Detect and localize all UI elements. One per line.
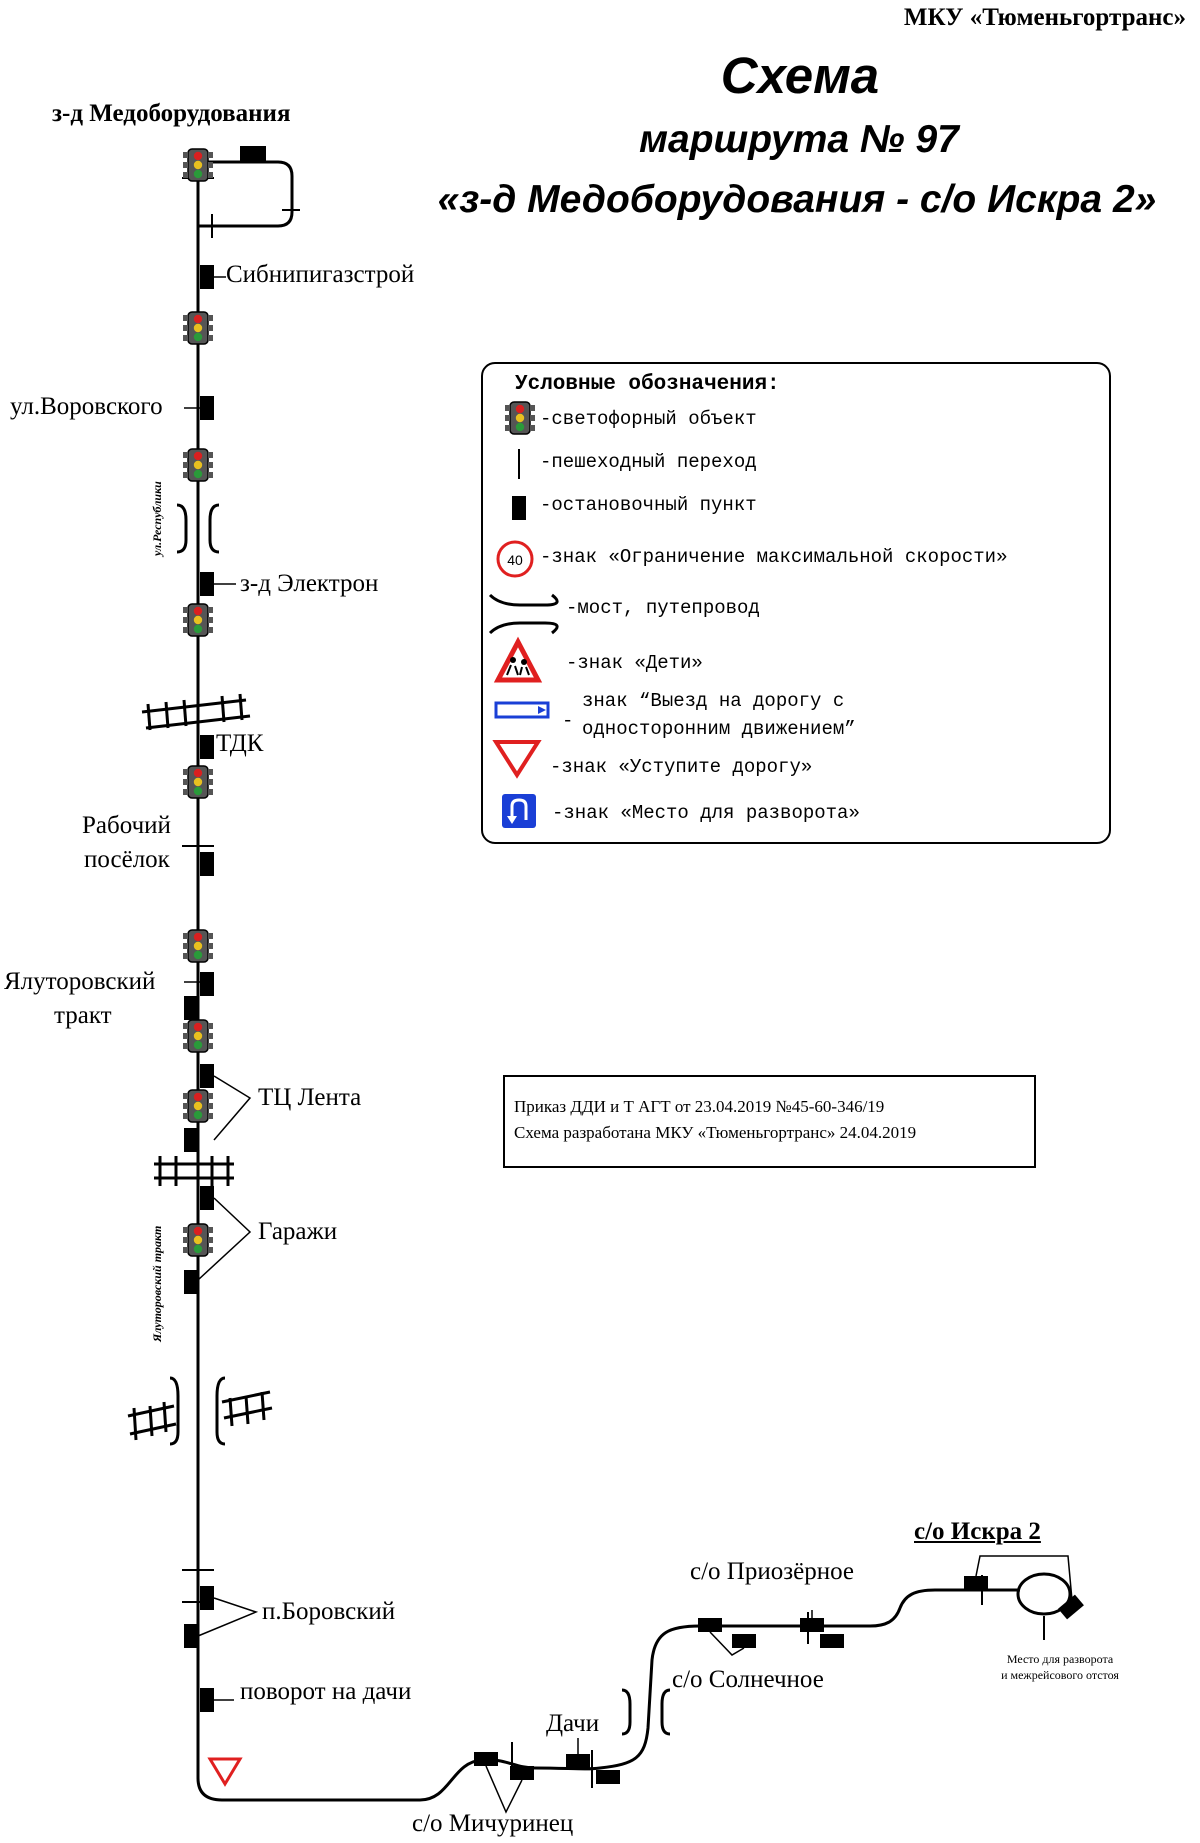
- yield-sign-icon: [207, 1757, 243, 1787]
- legend-item-yield: -знак «Уступите дорогу»: [550, 756, 813, 778]
- stop-garazhi-marker-1: [200, 1186, 214, 1210]
- stop-label-tdk: ТДК: [216, 730, 264, 757]
- turnaround-note-2: и межрейсового отстоя: [1001, 1668, 1119, 1682]
- stop-lenta-marker-1: [200, 1064, 214, 1088]
- stop-label-yalutor-2: тракт: [54, 1002, 112, 1029]
- stop-turnaround-marker: [1058, 1594, 1084, 1620]
- stop-lenta-marker-2: [184, 1128, 198, 1152]
- stop-yalutor-marker-2: [184, 996, 198, 1020]
- traffic-light-icon: [182, 1223, 214, 1257]
- legend-item-one-way-1: знак “Выезд на дорогу с: [582, 690, 845, 712]
- stop-label-start: з-д Медоборудования: [52, 100, 291, 127]
- legend-item-traffic-light: -светофорный объект: [540, 408, 757, 430]
- stop-michurinets-marker-2: [510, 1766, 534, 1780]
- stop-vorovskogo-marker: [200, 396, 214, 420]
- legend-children-sign-icon: [493, 636, 543, 683]
- stop-sibnipi-marker: [200, 265, 214, 289]
- stop-solnechnoe-marker-2: [732, 1634, 756, 1648]
- stop-priozernoe-marker-1: [800, 1618, 824, 1632]
- stop-label-rabochiy-1: Рабочий: [82, 812, 171, 839]
- stop-povorot-marker: [200, 1688, 214, 1712]
- traffic-light-icon: [182, 1019, 214, 1053]
- legend-bus-stop-icon: [512, 496, 526, 520]
- traffic-light-icon: [182, 311, 214, 345]
- stop-label-vorovskogo: ул.Воровского: [10, 393, 163, 420]
- organization-name: МКУ «Тюменьгортранс»: [903, 4, 1186, 31]
- order-box: [503, 1075, 1036, 1168]
- traffic-light-icon: [182, 448, 214, 482]
- bus-stops: [184, 146, 1084, 1784]
- route-name: «з-д Медоборудования - с/о Искра 2»: [437, 178, 1157, 221]
- legend-box: [481, 362, 1111, 844]
- stop-label-priozernoe: с/о Приозёрное: [690, 1558, 854, 1585]
- legend-item-one-way-2: односторонним движением”: [582, 718, 856, 740]
- legend-one-way-sign-icon: [494, 701, 550, 719]
- stop-label-lenta: ТЦ Лента: [258, 1084, 362, 1111]
- legend-icons: 40: [488, 401, 559, 828]
- stop-label-garazhi: Гаражи: [258, 1218, 338, 1245]
- stop-borovskiy-marker-2: [184, 1624, 198, 1648]
- legend-item-u-turn: -знак «Место для разворота»: [552, 802, 860, 824]
- route-line: [196, 155, 1072, 1802]
- svg-text:40: 40: [507, 552, 523, 568]
- stop-priozernoe-marker-2: [820, 1634, 844, 1648]
- turnaround-note-1: Место для разворота: [1006, 1652, 1114, 1666]
- legend-speed-limit-sign-icon: 40: [496, 540, 534, 578]
- stop-rabochiy-marker: [200, 852, 214, 876]
- stop-label-dachi: Дачи: [546, 1710, 600, 1737]
- street-label-respubliki: ул.Республики: [150, 481, 164, 556]
- stop-label-michurinets: с/о Мичуринец: [412, 1810, 574, 1837]
- stop-garazhi-marker-2: [184, 1270, 198, 1294]
- legend-u-turn-sign-icon: [502, 794, 536, 828]
- legend-item-children: -знак «Дети»: [566, 652, 703, 674]
- leader-lines: [184, 276, 1073, 1814]
- bridges: [169, 503, 671, 1736]
- stop-michurinets-marker-1: [474, 1752, 498, 1766]
- stop-label-solnechnoe: с/о Солнечное: [672, 1666, 824, 1693]
- stop-label-end: с/о Искра 2: [914, 1518, 1041, 1545]
- order-line-1: Приказ ДДИ и Т АГТ от 23.04.2019 №45-60-…: [514, 1097, 885, 1116]
- traffic-light-icon: [182, 929, 214, 963]
- legend-title: Условные обозначения:: [515, 373, 780, 396]
- stop-dachi-marker-2: [596, 1770, 620, 1784]
- route-number-line: маршрута № 97: [639, 118, 959, 161]
- traffic-light-icon: [182, 603, 214, 637]
- stop-end-marker: [964, 1576, 988, 1590]
- stop-start-marker: [240, 146, 266, 162]
- stop-label-povorot: поворот на дачи: [240, 1678, 412, 1705]
- stop-label-rabochiy-2: посёлок: [84, 846, 170, 873]
- stop-label-borovskiy: п.Боровский: [262, 1598, 396, 1625]
- street-label-yalutorovsky: Ялуторовский тракт: [150, 1225, 164, 1342]
- traffic-light-icon: [182, 1089, 214, 1123]
- stop-tdk-marker: [200, 735, 214, 759]
- stop-solnechnoe-marker-1: [698, 1618, 722, 1632]
- legend-yield-sign-icon: [492, 740, 542, 779]
- traffic-light-icon: [182, 765, 214, 799]
- stop-elektron-marker: [200, 572, 214, 596]
- stop-label-elektron: з-д Электрон: [240, 570, 379, 597]
- legend-item-one-way-dash: -: [562, 710, 574, 732]
- legend-item-bridge: -мост, путепровод: [566, 597, 760, 619]
- stop-label-yalutor-1: Ялуторовский: [4, 968, 156, 995]
- legend-item-speed-limit: -знак «Ограничение максимальной скорости…: [540, 546, 1008, 568]
- stop-borovskiy-marker-1: [200, 1586, 214, 1610]
- legend-item-pedestrian-crossing: -пешеходный переход: [540, 451, 757, 473]
- stop-yalutor-marker-1: [200, 972, 214, 996]
- legend-item-bus-stop: -остановочный пункт: [540, 494, 757, 516]
- stop-label-sibnipi: Сибнипигазстрой: [226, 261, 415, 288]
- scheme-title: Схема: [720, 47, 880, 104]
- stop-dachi-marker-1: [566, 1754, 590, 1768]
- order-line-2: Схема разработана МКУ «Тюменьгортранс» 2…: [514, 1123, 917, 1142]
- railway-crossings: [127, 693, 273, 1441]
- legend-bridge-icon: [488, 593, 559, 635]
- traffic-light-icon: [182, 148, 214, 182]
